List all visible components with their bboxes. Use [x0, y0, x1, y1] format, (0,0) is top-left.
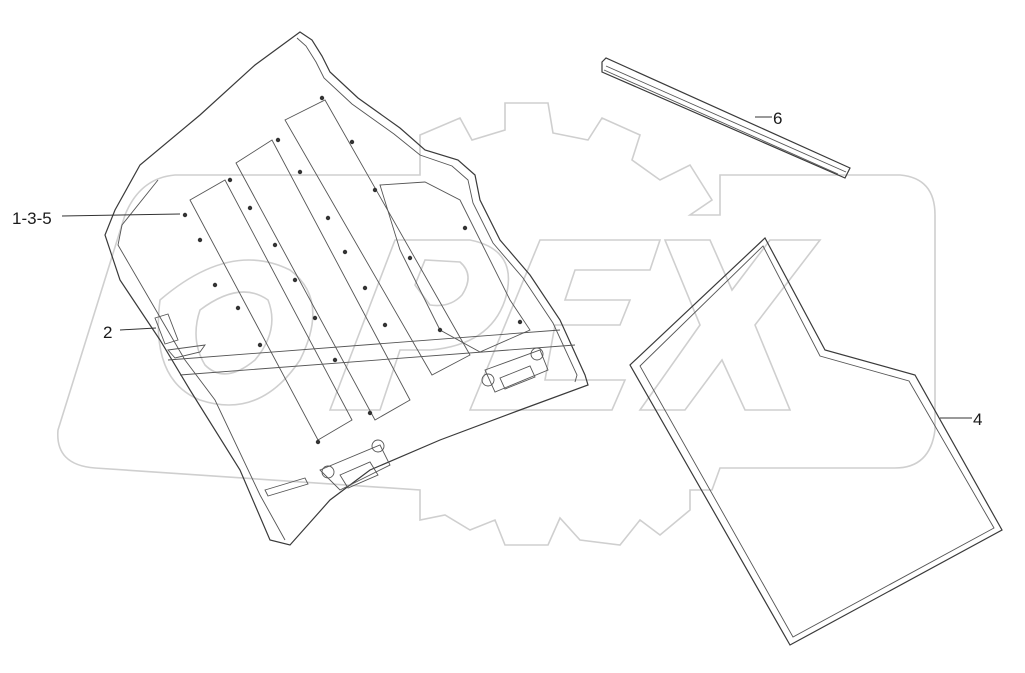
floor-panel-part: [104, 31, 589, 546]
callout-label-6: 6: [773, 109, 782, 128]
callout-1-3-5: 1-3-5: [12, 209, 181, 228]
seal-frame-part: [629, 237, 1003, 646]
trim-strip-part: [601, 57, 851, 179]
callout-6: 6: [755, 109, 782, 128]
callout-4: 4: [940, 410, 982, 429]
callout-label-1-3-5: 1-3-5: [12, 209, 52, 228]
callout-2: 2: [103, 323, 157, 342]
callout-label-2: 2: [103, 323, 112, 342]
callout-label-4: 4: [973, 410, 982, 429]
opex-watermark-logo: [57, 102, 936, 546]
